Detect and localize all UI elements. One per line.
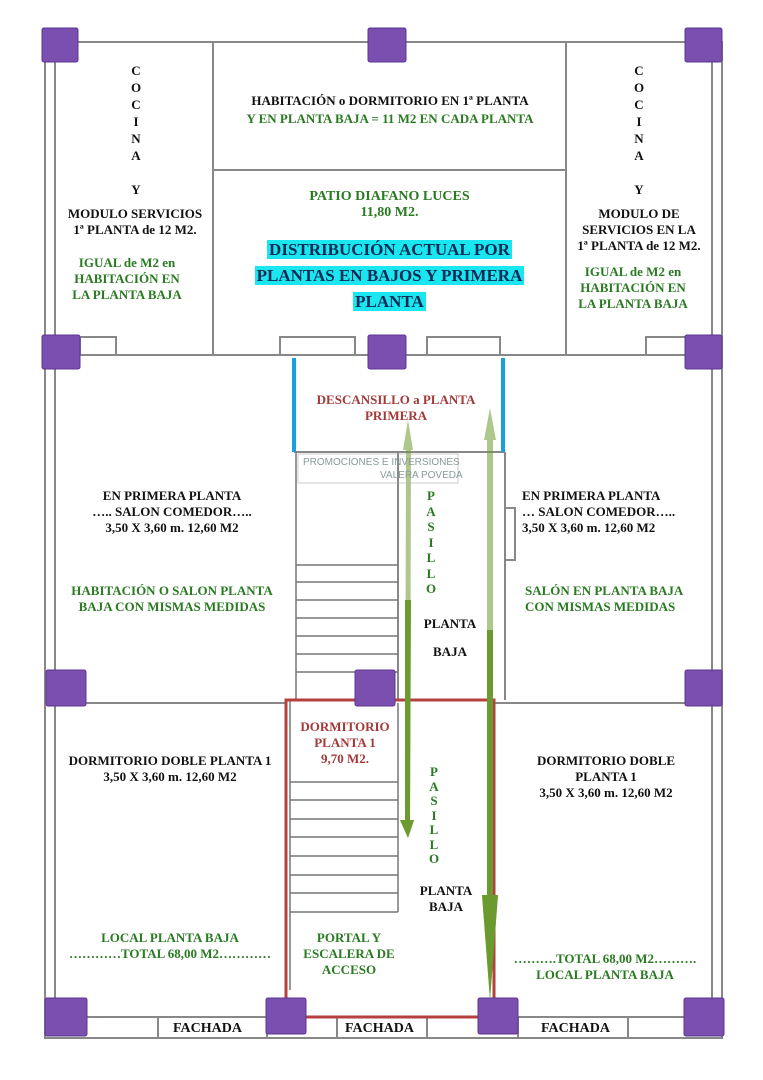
left-kitchen-title: MODULO SERVICIOS 1ª PLANTA de 12 M2. xyxy=(67,206,203,237)
top-room-note: Y EN PLANTA BAJA = 11 M2 EN CADA PLANTA xyxy=(246,111,534,126)
left-kitchen-vertical-label: C O C I N A Y xyxy=(130,63,142,197)
facade-label: FACHADA xyxy=(345,1021,414,1036)
right-kitchen-title: MODULO DE SERVICIOS EN LA 1ª PLANTA de 1… xyxy=(577,206,701,253)
watermark-text-1: PROMOCIONES E INVERSIONES xyxy=(303,457,460,468)
left-kitchen-note: IGUAL de M2 en HABITACIÓN EN LA PLANTA B… xyxy=(72,255,182,302)
right-bedroom-title: DORMITORIO DOBLE PLANTA 1 3,50 X 3,60 m.… xyxy=(536,753,676,800)
left-bedroom-title: DORMITORIO DOBLE PLANTA 1 3,50 X 3,60 m.… xyxy=(68,753,272,784)
landing-title: DESCANSILLO a PLANTA PRIMERA xyxy=(316,392,476,423)
right-living-title: EN PRIMERA PLANTA … SALON COMEDOR….. 3,5… xyxy=(522,488,676,535)
top-room-title: HABITACIÓN o DORMITORIO EN 1ª PLANTA xyxy=(251,93,529,108)
watermark-text-2: VALERA POVEDA xyxy=(380,470,463,481)
facade-label: FACHADA xyxy=(541,1021,610,1036)
right-kitchen-note: IGUAL de M2 en HABITACIÓN EN LA PLANTA B… xyxy=(578,264,688,311)
small-bedroom-title: DORMITORIO PLANTA 1 9,70 M2. xyxy=(300,719,390,766)
left-bedroom-note: LOCAL PLANTA BAJA …………TOTAL 68,00 M2………… xyxy=(68,930,272,961)
right-bedroom-note: ……….TOTAL 68,00 M2………. LOCAL PLANTA BAJA xyxy=(513,951,697,982)
landing-blue-walls xyxy=(292,358,505,452)
portal-title: PORTAL Y ESCALERA DE ACCESO xyxy=(303,930,395,977)
corridor-upper-vertical-label: P A S I L L O xyxy=(425,488,437,596)
facade-label: FACHADA xyxy=(173,1021,242,1036)
structural-columns xyxy=(41,27,725,1037)
headline-line: PLANTA xyxy=(353,292,426,311)
right-living-note: SALÓN EN PLANTA BAJA CON MISMAS MEDIDAS xyxy=(525,583,684,614)
left-living-note: HABITACIÓN O SALON PLANTA BAJA CON MISMA… xyxy=(71,583,273,614)
corridor-lower-label: PLANTA BAJA xyxy=(419,883,473,914)
left-living-title: EN PRIMERA PLANTA ….. SALON COMEDOR….. 3… xyxy=(92,488,252,535)
headline-line: PLANTAS EN BAJOS Y PRIMERA xyxy=(254,266,525,285)
plan-headline: DISTRIBUCIÓN ACTUAL POR PLANTAS EN BAJOS… xyxy=(213,237,566,315)
portal-red-walls xyxy=(284,698,496,1019)
headline-line: DISTRIBUCIÓN ACTUAL POR xyxy=(267,240,512,259)
patio-title: PATIO DIAFANO LUCES 11,80 M2. xyxy=(309,189,470,220)
right-kitchen-vertical-label: C O C I N A Y xyxy=(633,63,645,197)
corridor-lower-vertical-label: P A S I L L O xyxy=(428,764,440,866)
corridor-arrows xyxy=(400,408,498,1000)
watermark-logo xyxy=(297,453,459,484)
corridor-upper-label: PLANTA BAJA xyxy=(423,616,477,659)
